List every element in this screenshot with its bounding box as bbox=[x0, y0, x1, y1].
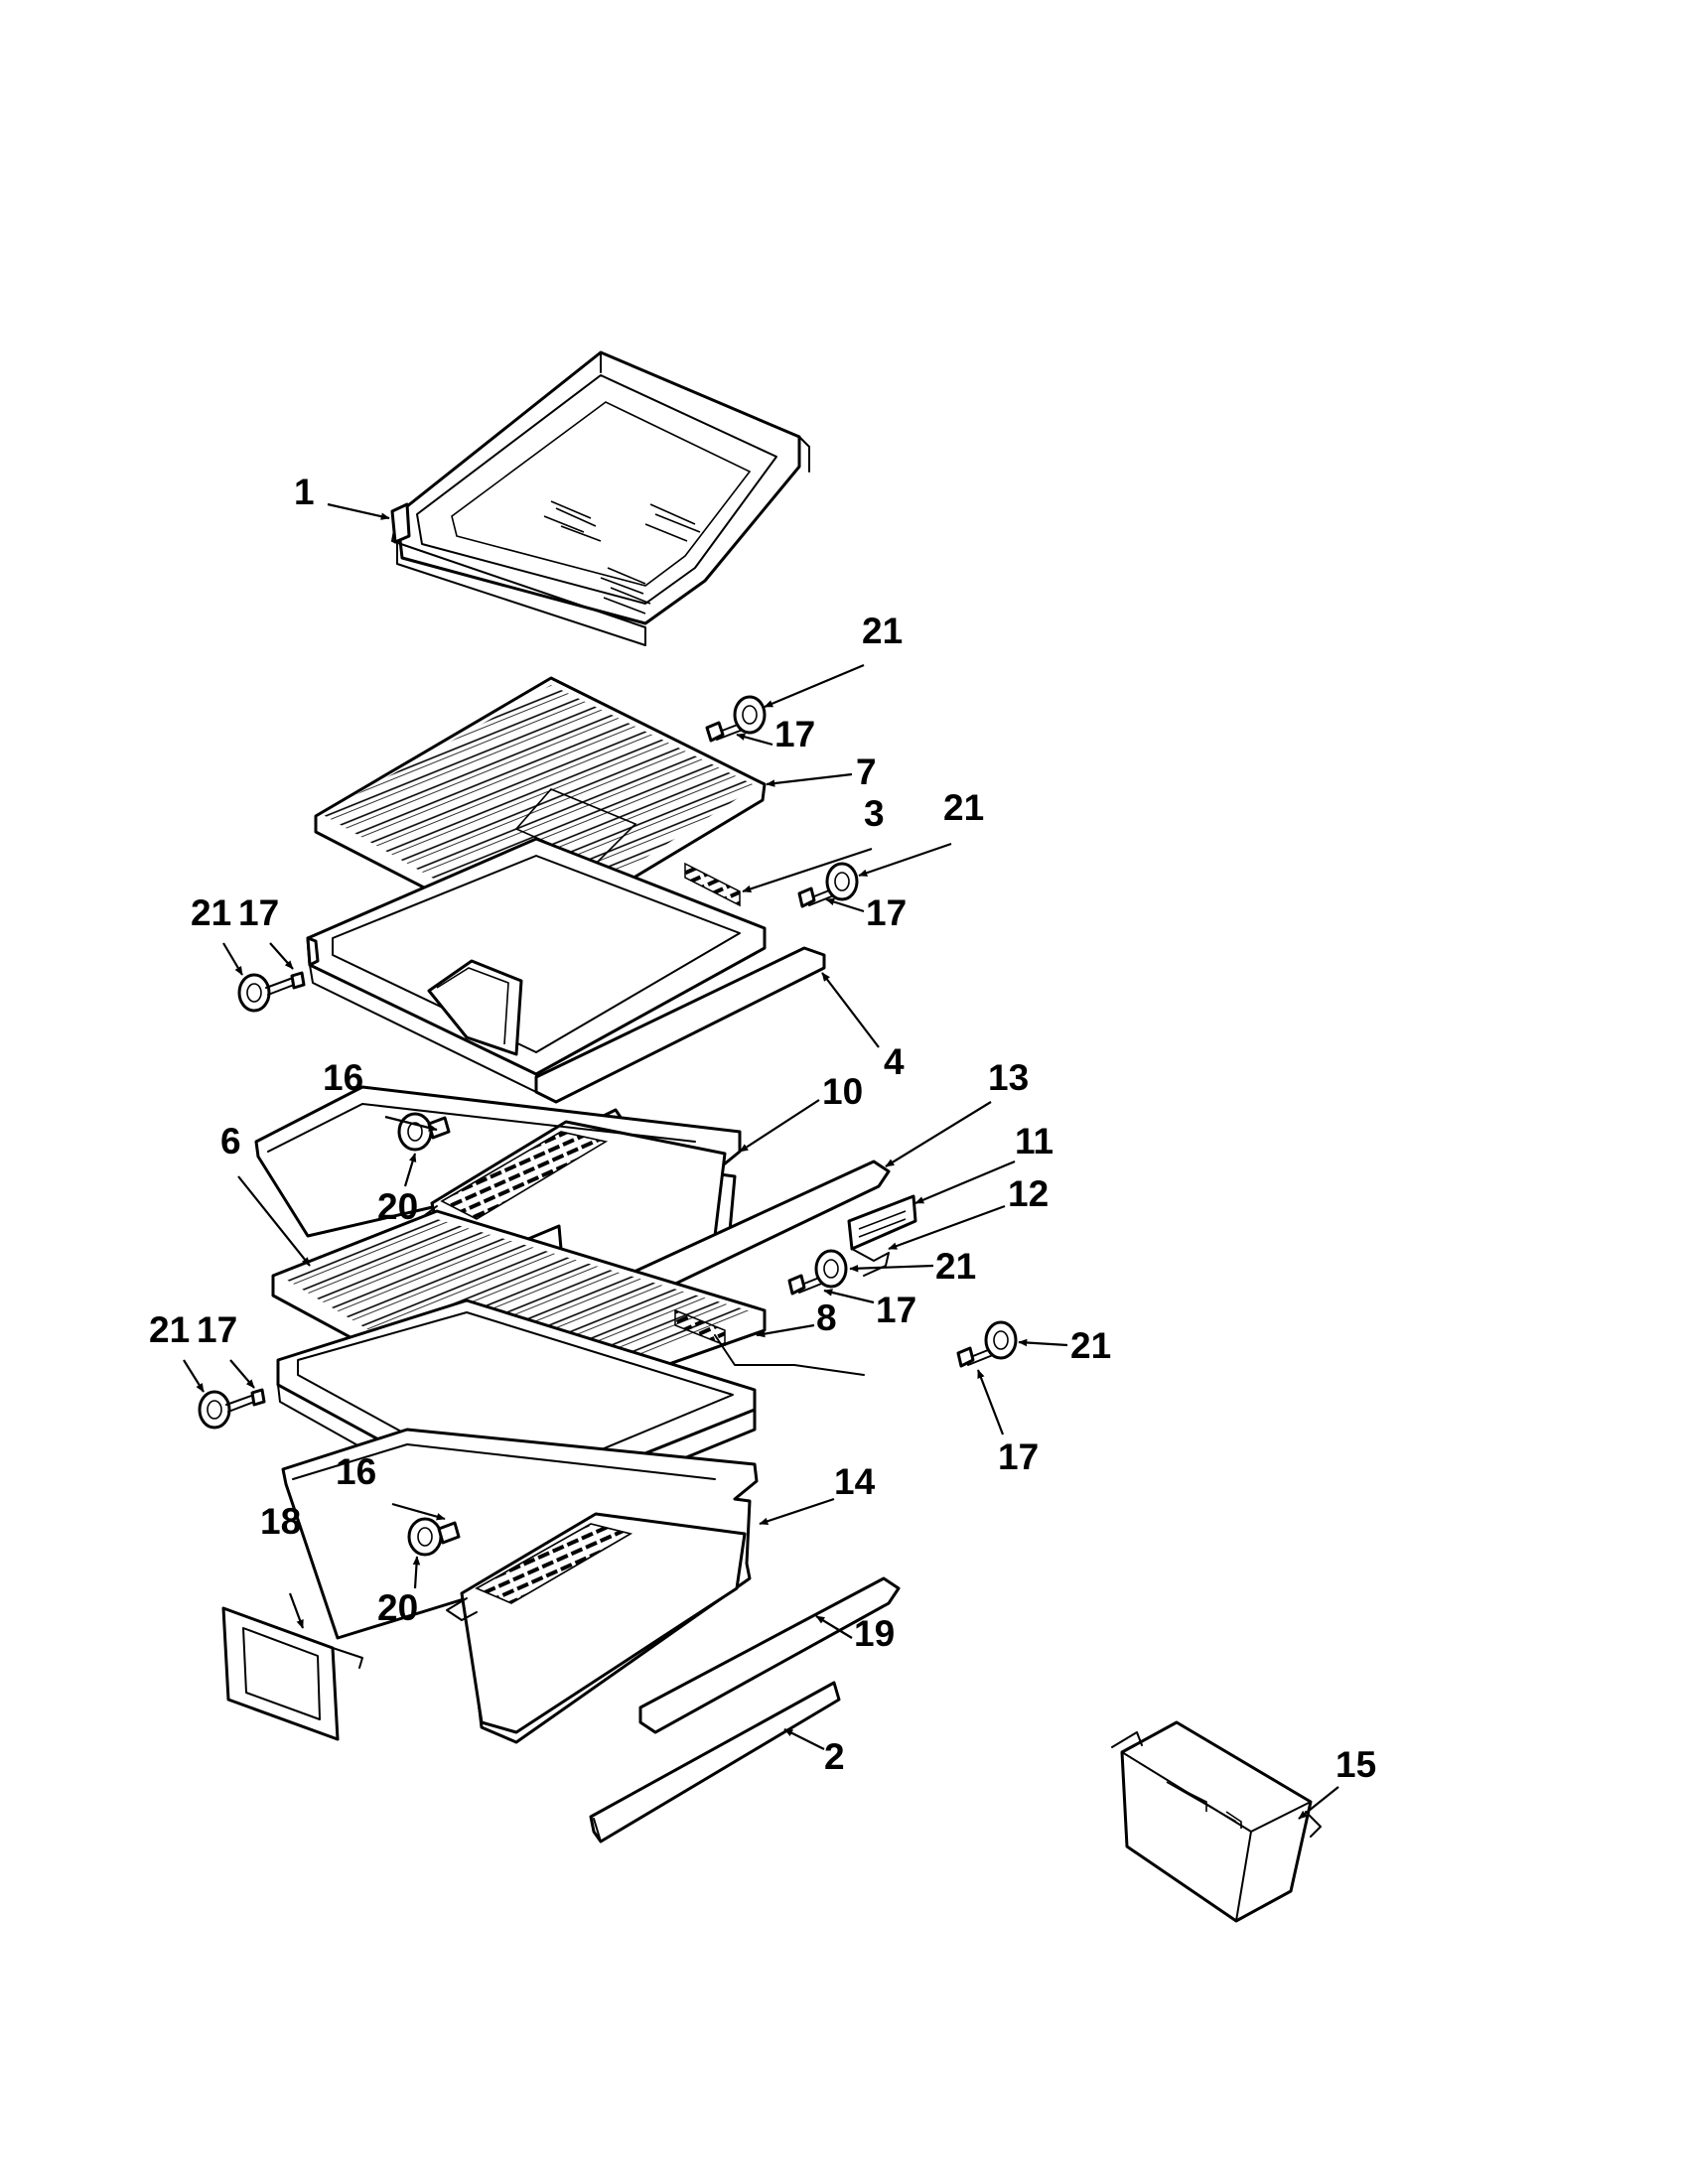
callout-1: 1 bbox=[294, 472, 315, 512]
callout-16: 16 bbox=[323, 1057, 363, 1098]
callout-8: 8 bbox=[816, 1297, 837, 1338]
callout-20: 20 bbox=[377, 1587, 418, 1628]
callout-10: 10 bbox=[822, 1071, 863, 1112]
part-19-drawer-front-strip bbox=[638, 1576, 901, 1734]
callout-7: 7 bbox=[856, 751, 877, 792]
part-1-shelf-glass bbox=[390, 350, 810, 646]
callout-17: 17 bbox=[197, 1309, 237, 1350]
fastener-group bbox=[198, 695, 1018, 1557]
spacer-21-a bbox=[733, 695, 767, 735]
callout-19: 19 bbox=[854, 1613, 895, 1654]
callout-15: 15 bbox=[1335, 1744, 1376, 1785]
screw-17-c bbox=[787, 1274, 825, 1296]
callout-20: 20 bbox=[377, 1186, 418, 1227]
part-7-glass-shelf bbox=[314, 676, 767, 943]
callout-21: 21 bbox=[935, 1246, 976, 1287]
part-18-label-holder bbox=[221, 1606, 363, 1741]
spacer-21-f bbox=[198, 1388, 266, 1430]
callout-11: 11 bbox=[1015, 1121, 1053, 1161]
leader-lines bbox=[183, 502, 1339, 1820]
callout-21: 21 bbox=[149, 1309, 190, 1350]
callout-17: 17 bbox=[866, 892, 907, 933]
part-15-bin bbox=[1111, 1720, 1322, 1923]
part-3-crisper-cover-frame bbox=[306, 837, 767, 1093]
spacer-16-20-b bbox=[407, 1517, 461, 1557]
callout-21: 21 bbox=[191, 892, 231, 933]
callout-17: 17 bbox=[876, 1290, 916, 1330]
spacer-21-c bbox=[237, 971, 306, 1013]
callout-17: 17 bbox=[774, 714, 815, 754]
part-11-control bbox=[847, 1194, 917, 1251]
spacer-21-b bbox=[825, 862, 859, 901]
callout-4: 4 bbox=[884, 1041, 905, 1082]
callout-18: 18 bbox=[260, 1501, 301, 1542]
screw-17-a bbox=[705, 721, 744, 743]
callout-14: 14 bbox=[834, 1461, 876, 1502]
part-2-bottom-trim bbox=[589, 1681, 841, 1843]
part-12-bracket bbox=[851, 1248, 890, 1277]
callout-2: 2 bbox=[824, 1736, 845, 1777]
callout-21: 21 bbox=[862, 611, 903, 651]
callout-17: 17 bbox=[238, 892, 279, 933]
callout-16: 16 bbox=[336, 1451, 376, 1492]
callout-labels: 1 21 17 7 3 21 17 21 17 4 16 10 13 6 20 … bbox=[149, 472, 1376, 1785]
callout-21: 21 bbox=[943, 787, 984, 828]
callout-17: 17 bbox=[998, 1436, 1039, 1477]
callout-12: 12 bbox=[1008, 1173, 1049, 1214]
screw-17-d bbox=[956, 1346, 994, 1368]
callout-3: 3 bbox=[864, 793, 885, 834]
spacer-21-d bbox=[814, 1249, 848, 1289]
callout-21: 21 bbox=[1070, 1325, 1111, 1366]
callout-13: 13 bbox=[988, 1057, 1029, 1098]
callout-6: 6 bbox=[220, 1121, 241, 1161]
spacer-21-e bbox=[984, 1320, 1018, 1360]
